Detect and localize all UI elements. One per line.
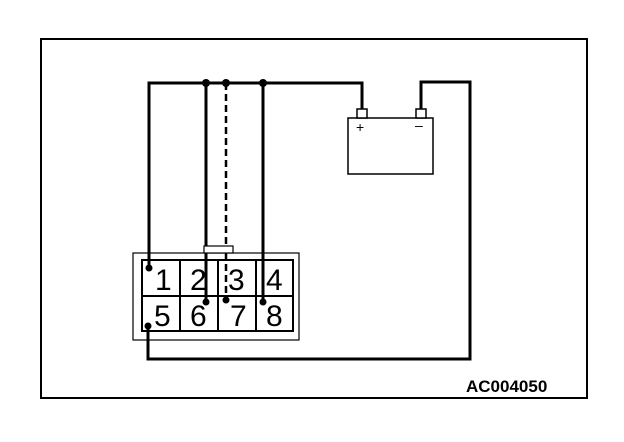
pin-dot	[222, 296, 230, 304]
pin-dot	[144, 322, 152, 330]
battery-positive-terminal	[356, 108, 368, 119]
battery-negative-terminal	[415, 108, 427, 119]
pin-number-1: 1	[155, 264, 172, 297]
pin-number-6: 6	[190, 300, 207, 333]
bus-wire	[147, 81, 364, 275]
pin-number-5: 5	[154, 300, 171, 333]
pin-dot	[202, 298, 210, 306]
pin-number-2: 2	[190, 264, 207, 297]
pin-number-4: 4	[266, 264, 283, 297]
connector-lock-tab	[203, 245, 234, 254]
return-wire	[146, 80, 472, 361]
pin-number-7: 7	[230, 300, 247, 333]
pin-dot	[145, 264, 153, 272]
pin-number-8: 8	[266, 300, 283, 333]
battery: + –	[347, 108, 434, 175]
pin-number-3: 3	[228, 264, 245, 297]
junction-dot	[222, 79, 230, 87]
battery-body	[347, 117, 434, 175]
pin-dot	[259, 298, 267, 306]
battery-positive-label: +	[356, 119, 364, 135]
connector: 1 2 3 4 5 6 7 8	[132, 245, 300, 341]
figure-code: AC004050	[466, 377, 547, 396]
battery-negative-label: –	[415, 117, 423, 133]
junction-dot	[259, 79, 267, 87]
junction-dot	[202, 79, 210, 87]
figure-frame	[40, 38, 588, 399]
